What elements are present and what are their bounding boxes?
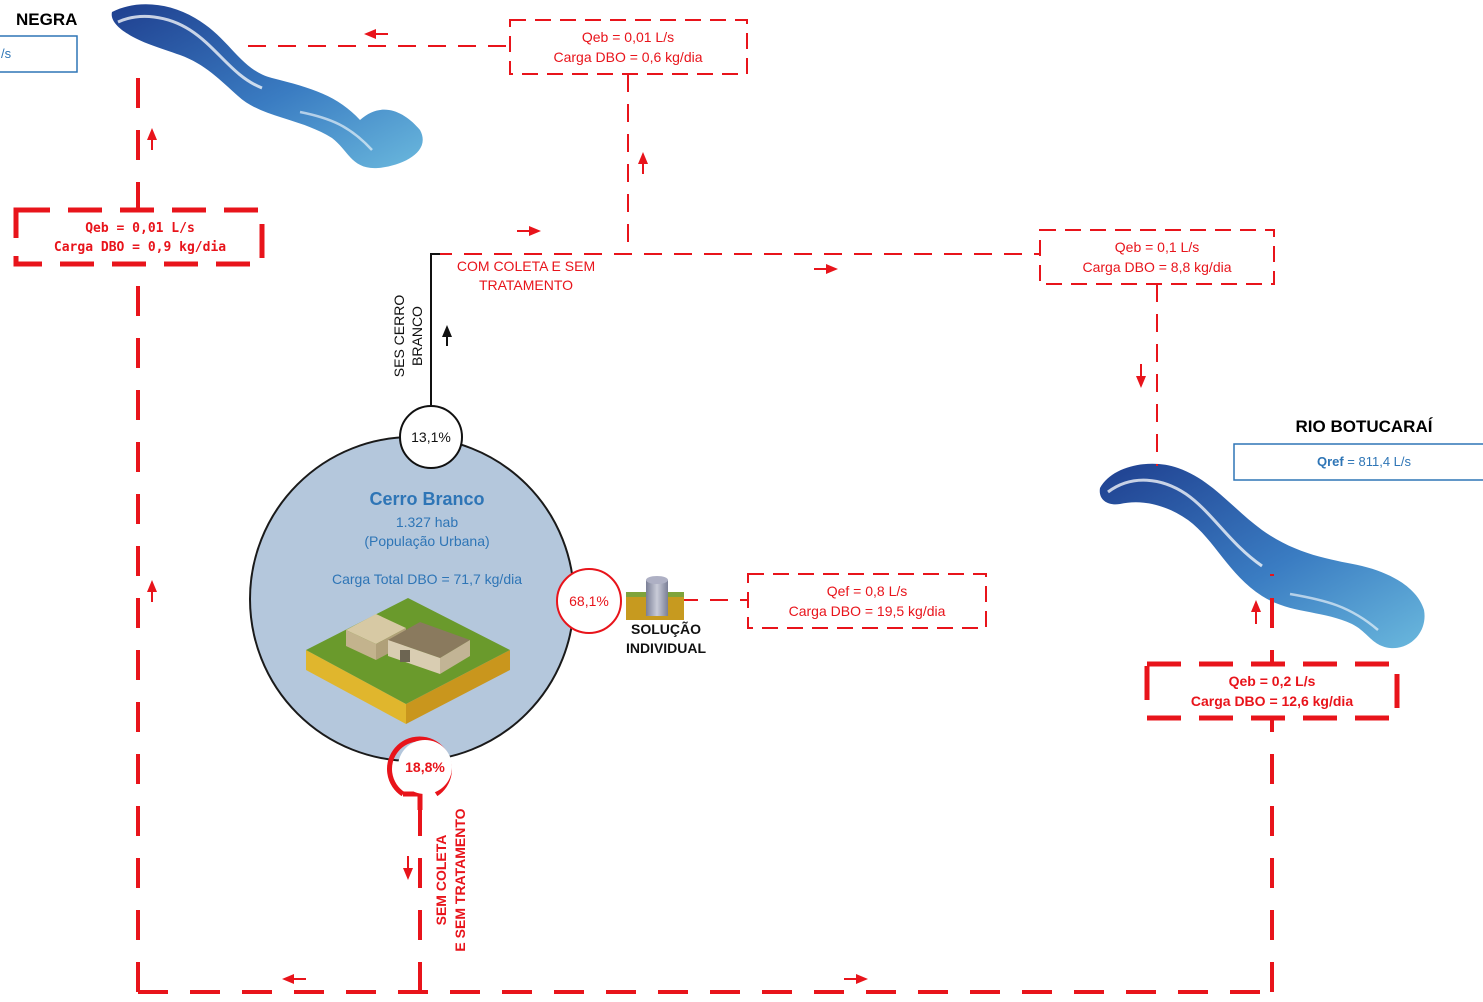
arrow-up-top	[638, 152, 648, 164]
individual-label-line1: SOLUÇÃO	[631, 620, 701, 637]
right-river-qref-label: Qref	[1317, 454, 1344, 469]
ses-label-line1: SES CERRO	[391, 295, 407, 378]
box-right-top	[1039, 229, 1275, 285]
arrow-right-bottom	[856, 974, 868, 984]
com-coleta-line2: TRATAMENTO	[479, 277, 573, 293]
arrow-down-right	[1136, 376, 1146, 388]
box-right-bottom-line2: Carga DBO = 12,6 kg/dia	[1191, 693, 1353, 709]
arrow-up-ses	[442, 325, 452, 337]
sem-coleta-line1: SEM COLETA	[433, 835, 449, 926]
arrow-left-bottom	[282, 974, 294, 984]
box-left-line1: Qeb = 0,01 L/s	[85, 221, 195, 236]
left-river	[111, 4, 423, 169]
box-left-line2: Carga DBO = 0,9 kg/dia	[54, 240, 226, 255]
sem-coleta-line2: E SEM TRATAMENTO	[452, 808, 468, 951]
city-load: Carga Total DBO = 71,7 kg/dia	[332, 571, 522, 587]
share-individual: 68,1%	[569, 593, 609, 609]
box-left	[13, 207, 265, 267]
box-top-line2: Carga DBO = 0,6 kg/dia	[553, 49, 702, 65]
arrow-up-right-bottom	[1251, 600, 1261, 612]
box-right-bottom	[1144, 661, 1400, 721]
left-river-qref: /s	[1, 46, 12, 61]
share-individual-circle	[556, 568, 622, 634]
left-river-name: NEGRA	[16, 10, 77, 29]
box-right-top-line1: Qeb = 0,1 L/s	[1115, 239, 1199, 255]
box-individual-line1: Qef = 0,8 L/s	[827, 583, 908, 599]
right-river-qref: Qref = 811,4 L/s	[1317, 454, 1412, 469]
box-right-bottom-line1: Qeb = 0,2 L/s	[1229, 673, 1316, 689]
ses-line	[430, 253, 440, 405]
right-river-qref-value: = 811,4 L/s	[1344, 454, 1412, 469]
box-top	[509, 19, 748, 75]
city-illustration	[306, 598, 510, 724]
share-no-collection: 18,8%	[405, 759, 445, 775]
right-river-qref-box	[1233, 443, 1483, 481]
box-right-top-line2: Carga DBO = 8,8 kg/dia	[1082, 259, 1231, 275]
arrow-left-top	[364, 29, 376, 39]
city-population: 1.327 hab	[396, 514, 458, 530]
com-coleta-line1: COM COLETA E SEM	[457, 258, 595, 274]
share-ses: 13,1%	[411, 429, 451, 445]
city-name: Cerro Branco	[369, 489, 484, 509]
box-top-line1: Qeb = 0,01 L/s	[582, 29, 674, 45]
city-population-note: (População Urbana)	[364, 533, 489, 549]
arrow-up-left-top	[147, 128, 157, 140]
septic-tank-icon	[626, 576, 684, 620]
right-river	[1099, 463, 1425, 649]
arrow-down-sem-coleta	[403, 868, 413, 880]
lower-flow-lines	[136, 70, 1274, 994]
flow-arrows	[147, 29, 1261, 984]
arrow-right-com-coleta	[529, 226, 541, 236]
share-ses-circle	[399, 405, 463, 469]
arrow-up-left-mid	[147, 580, 157, 592]
upper-flow-lines	[248, 45, 1158, 601]
box-individual-line2: Carga DBO = 19,5 kg/dia	[789, 603, 946, 619]
box-individual	[747, 573, 987, 629]
arrow-right-main	[826, 264, 838, 274]
right-river-name: RIO BOTUCARAÍ	[1296, 417, 1434, 436]
individual-label-line2: INDIVIDUAL	[626, 640, 707, 656]
ses-label-line2: BRANCO	[409, 306, 425, 366]
left-river-qref-box	[0, 35, 78, 73]
